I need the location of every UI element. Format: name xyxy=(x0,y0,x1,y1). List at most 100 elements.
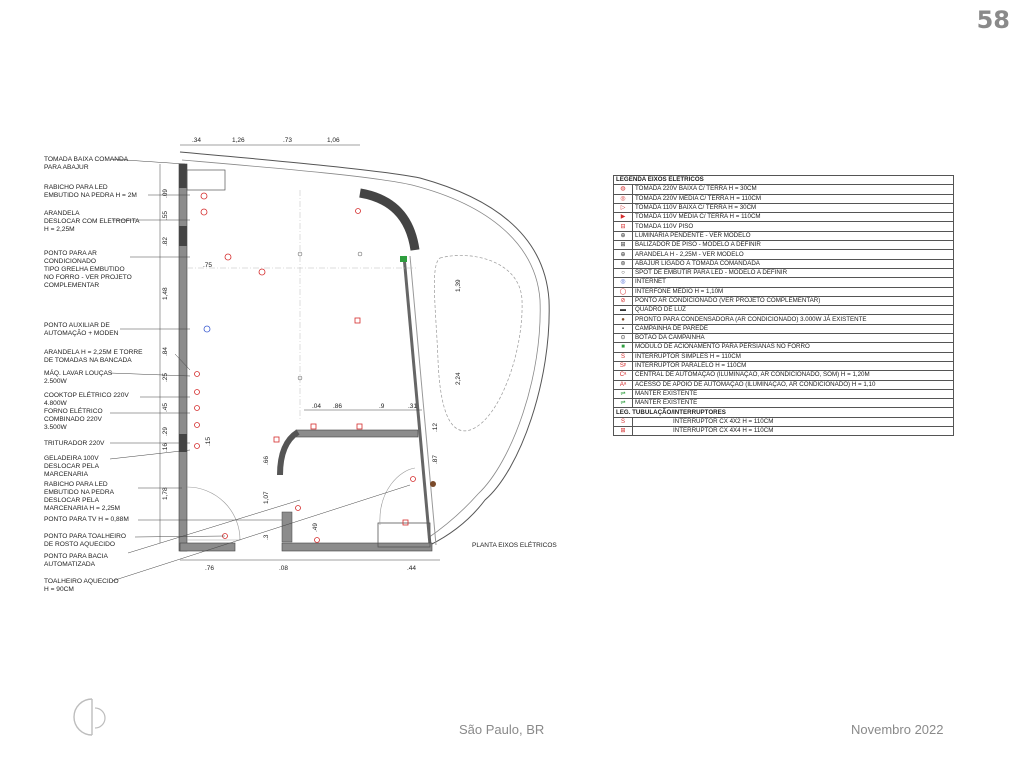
footer-date: Novembro 2022 xyxy=(851,722,944,737)
dim-inner-14: .3 xyxy=(263,534,270,540)
dim-inner-7: .31 xyxy=(408,403,417,410)
legend-row: ⊞BALIZADOR DE PISO - MODELO A DEFINIR xyxy=(613,240,954,251)
legend-label: TOMADA 110V PISO xyxy=(632,221,954,232)
legend-label: ABAJUR LIGADO À TOMADA COMANDADA xyxy=(632,258,954,269)
legend-row: ○SPOT DE EMBUTIR PARA LED - MODELO A DEF… xyxy=(613,267,954,279)
dim-inner-11: .66 xyxy=(263,456,270,465)
dim-left-6: .25 xyxy=(162,373,169,382)
legend-label: TOMADA 110V MÉDIA C/ TERRA H = 110CM xyxy=(632,212,954,223)
legend-label: LUMINÁRIA PENDENTE - VER MODELO xyxy=(632,230,954,242)
legend-row: ⊛ABAJUR LIGADO À TOMADA COMANDADA xyxy=(613,258,954,269)
keep-existing-a-icon: ⇌ xyxy=(613,388,633,400)
legend-row: ⇌MANTER EXISTENTE xyxy=(613,398,954,409)
dim-inner-2: 1,39 xyxy=(455,279,462,292)
legend-row: ⊕LUMINÁRIA PENDENTE - VER MODELO xyxy=(613,230,954,242)
legend-row: ◎TOMADA 220V MÉDIA C/ TERRA H = 110CM xyxy=(613,193,954,204)
logo xyxy=(73,698,106,736)
dim-top-4: 1,06 xyxy=(327,137,340,144)
dim-inner-13: .49 xyxy=(312,523,319,532)
dim-inner-3: 2,24 xyxy=(455,372,462,385)
switch-parallel-icon: Sᵖ xyxy=(613,360,633,372)
dashed-planter xyxy=(434,255,523,432)
dim-bottom-2: .08 xyxy=(279,565,288,572)
dim-inner-10: .15 xyxy=(205,437,212,446)
legend-label: TOMADA 220V BAIXA C/ TERRA H = 30CM xyxy=(632,184,954,195)
legend-row: ■MÓDULO DE ACIONAMENTO PARA PERSIANAS NO… xyxy=(613,342,954,353)
outlet-mid-110v-icon: ▶ xyxy=(613,212,633,223)
switch-box-4x4-icon: ⊞ xyxy=(613,425,633,437)
dim-bottom-3: .44 xyxy=(407,565,416,572)
dim-inner-6: .9 xyxy=(379,403,385,410)
legend-row: ◯INTERFONE MÉDIO H = 1,10M xyxy=(613,286,954,297)
floor-marker-icon: ⊞ xyxy=(613,240,633,251)
legend-label: PRONTO PARA CONDENSADORA (AR CONDICIONAD… xyxy=(632,314,954,325)
legend-label: INTERRUPTOR SIMPLES H = 110CM xyxy=(632,351,954,362)
dim-left-2: .55 xyxy=(162,211,169,220)
breaker-panel-icon: ▬ xyxy=(613,305,633,316)
left-wall xyxy=(178,163,188,552)
lamp-outlet-icon: ⊛ xyxy=(613,258,633,269)
dim-inner-5: .86 xyxy=(333,403,342,410)
legend-row: ▶TOMADA 110V MÉDIA C/ TERRA H = 110CM xyxy=(613,212,954,223)
legend-label: MANTER EXISTENTE xyxy=(632,398,954,409)
keep-existing-b-icon: ⇌ xyxy=(613,398,633,409)
footer-location: São Paulo, BR xyxy=(459,722,545,737)
plan-title: PLANTA EIXOS ELÉTRICOS xyxy=(472,540,557,549)
dim-left-10: 1,78 xyxy=(162,487,169,500)
dim-left-5: .84 xyxy=(162,347,169,356)
dim-inner-12: 1,07 xyxy=(263,491,270,504)
bell-button-icon: ⊙ xyxy=(613,333,633,344)
legend-label: CAMPAINHA DE PAREDE xyxy=(632,323,954,335)
legend-label: BOTÃO DA CAMPAINHA xyxy=(632,333,954,344)
legend-subtitle: LEG. TUBULAÇÃO/INTERRUPTORES xyxy=(613,407,954,418)
outlet-low-220v-icon: ◍ xyxy=(613,184,633,195)
legend-label: QUADRO DE LUZ xyxy=(632,305,954,316)
legend-row: ◍TOMADA 220V BAIXA C/ TERRA H = 30CM xyxy=(613,184,954,195)
legend-row: ⇌MANTER EXISTENTE xyxy=(613,388,954,400)
legend-row: ▷TOMADA 110V BAIXA C/ TERRA H = 30CM xyxy=(613,202,954,214)
legend-row: ⊙BOTÃO DA CAMPAINHA xyxy=(613,333,954,344)
svg-text:PONTO PARA TV H = 0,88M: PONTO PARA TV H = 0,88M xyxy=(44,516,129,523)
legend-label: BALIZADOR DE PISO - MODELO A DEFINIR xyxy=(632,240,954,251)
legend-row: ◎INTERNET xyxy=(613,277,954,288)
facade-inner xyxy=(181,159,541,539)
dim-top-3: .73 xyxy=(283,137,292,144)
legend-row: ⊘PONTO AR CONDICIONADO (VER PROJETO COMP… xyxy=(613,295,954,307)
dim-left-3: .82 xyxy=(162,237,169,246)
dim-left-8: .29 xyxy=(162,427,169,436)
dim-left-9: .16 xyxy=(162,443,169,452)
automation-support-icon: Aᵃ xyxy=(613,379,633,390)
legend-row: ⊞INTERRUPTOR CX 4X4 H = 110CM xyxy=(613,425,954,437)
switch-box-4x2-icon: S xyxy=(613,416,633,428)
dim-inner-1: .75 xyxy=(203,262,212,269)
outlet-mid-220v-icon: ◎ xyxy=(613,193,633,204)
bottom-wall-right xyxy=(281,542,433,552)
dim-left-4: 1,48 xyxy=(162,287,169,300)
dim-inner-8: .12 xyxy=(432,423,439,432)
intercom-icon: ◯ xyxy=(613,286,633,297)
electrical-symbols xyxy=(194,192,416,543)
pendant-light-icon: ⊕ xyxy=(613,230,633,242)
facade-outline xyxy=(179,151,550,546)
legend-label: INTERRUPTOR PARALELO H = 110CM xyxy=(632,360,954,372)
legend-row: ▬QUADRO DE LUZ xyxy=(613,305,954,316)
legend-label: INTERRUPTOR CX 4X2 H = 110CM xyxy=(632,416,954,428)
dim-top-1: .34 xyxy=(192,137,201,144)
legend-label: TOMADA 110V BAIXA C/ TERRA H = 30CM xyxy=(632,202,954,214)
internet-icon: ◎ xyxy=(613,277,633,288)
legend-label: MÓDULO DE ACIONAMENTO PARA PERSIANAS NO … xyxy=(632,342,954,353)
legend-title: LEGENDA EIXOS ELÉTRICOS xyxy=(613,174,954,186)
dim-left-1: .09 xyxy=(162,189,169,198)
